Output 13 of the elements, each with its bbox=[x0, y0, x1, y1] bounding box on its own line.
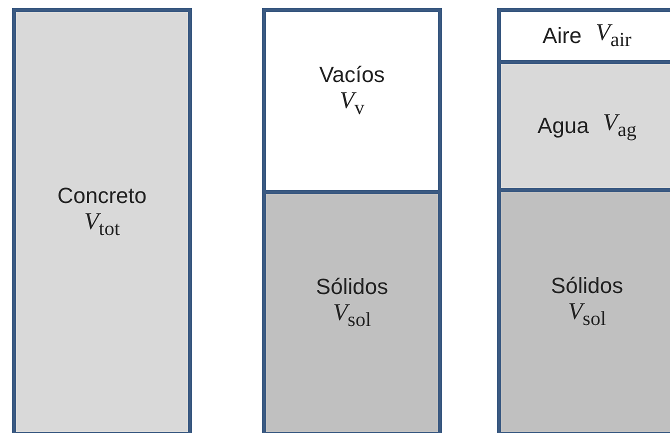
volume-symbol: V$_{v}$ bbox=[340, 88, 364, 120]
volume-symbol: V$_{air}$ bbox=[596, 20, 632, 52]
section-label: Sólidos bbox=[550, 273, 624, 300]
section-label: Concreto bbox=[57, 183, 147, 210]
volume-symbol: V$_{tot}$ bbox=[84, 209, 120, 241]
section-label: Agua bbox=[538, 113, 589, 139]
concrete-column bbox=[12, 8, 192, 433]
volume-symbol: V$_{ag}$ bbox=[602, 110, 636, 142]
section-label: Sólidos bbox=[316, 274, 388, 300]
section-label: Aire bbox=[542, 23, 582, 49]
section-label: Vacíos bbox=[319, 62, 385, 88]
volume-symbol: V$_{sol}$ bbox=[568, 299, 606, 331]
volume-symbol: V$_{sol}$ bbox=[332, 300, 371, 332]
